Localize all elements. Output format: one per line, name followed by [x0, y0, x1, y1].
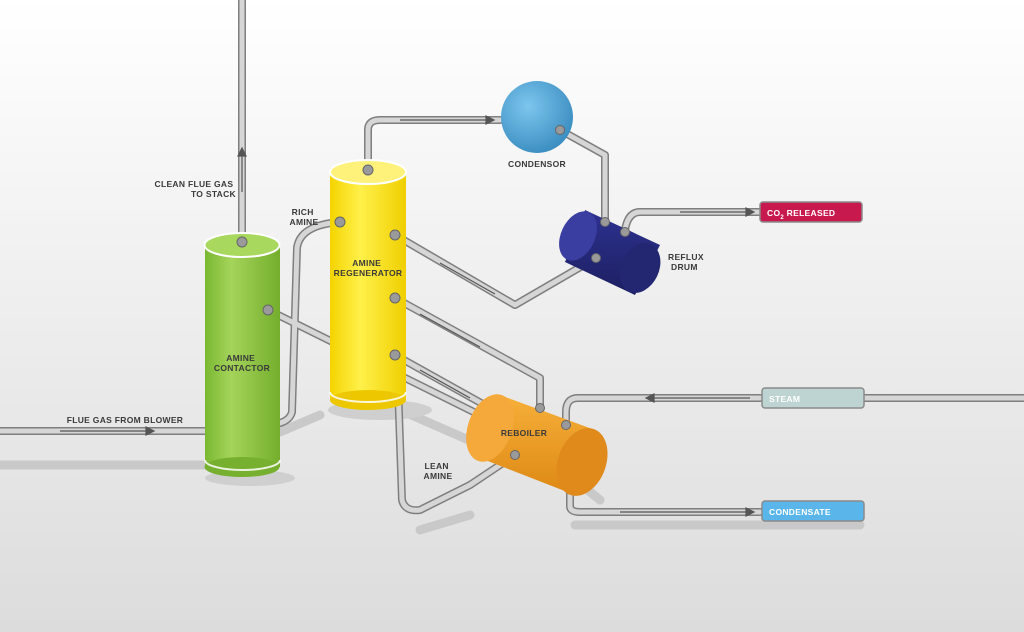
clean-flue-gas-label: CLEAN FLUE GAS TO STACK — [155, 179, 237, 199]
reflux-drum-label: REFLUX DRUM — [668, 252, 706, 272]
lean-amine-label: LEAN AMINE — [424, 461, 453, 481]
co2-prefix: CO — [767, 208, 780, 218]
reboiler-label: REBOILER — [501, 428, 547, 438]
svg-text:CO2 RELEASED: CO2 RELEASED — [767, 208, 835, 221]
condensor-label: CONDENSOR — [508, 159, 566, 169]
steam-label: STEAM — [769, 394, 800, 404]
rich-amine-label: RICH AMINE — [290, 207, 319, 227]
condensate-label: CONDENSATE — [769, 507, 831, 517]
amine-regenerator — [329, 159, 407, 410]
flow-arrows — [60, 115, 756, 517]
co2-suffix: RELEASED — [784, 208, 835, 218]
contactor-label: AMINE CONTACTOR — [214, 353, 270, 373]
condensate-tag: CONDENSATE — [761, 500, 865, 522]
amine-contactor — [203, 232, 281, 477]
steam-tag: STEAM — [761, 387, 865, 409]
co2-released-tag: CO2 RELEASED — [759, 201, 863, 223]
condensor — [501, 81, 573, 153]
reboiler — [466, 394, 608, 496]
reflux-drum — [559, 210, 661, 295]
flue-gas-from-blower-label: FLUE GAS FROM BLOWER — [67, 415, 184, 425]
co2-subscript: 2 — [780, 215, 784, 221]
regenerator-label: AMINE REGENERATOR — [334, 258, 403, 278]
